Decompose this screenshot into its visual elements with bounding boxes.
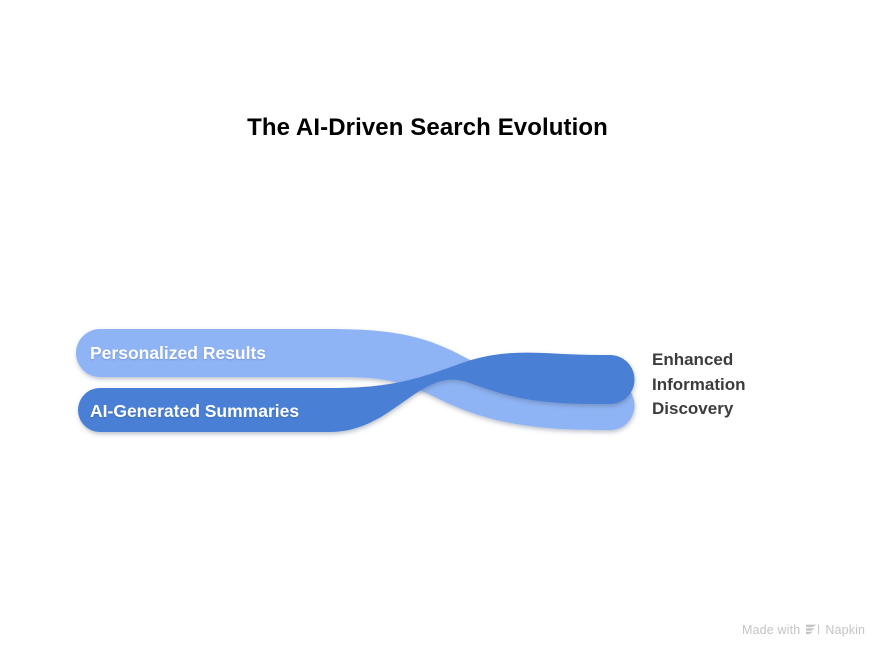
outcome-line-2: Information xyxy=(652,374,746,394)
flow-label-ai-generated-summaries: AI-Generated Summaries xyxy=(90,401,300,421)
outcome-label: Enhanced Information Discovery xyxy=(652,348,746,422)
flow-ribbon-personalized-results xyxy=(76,329,635,430)
napkin-watermark: Made with Napkin xyxy=(742,623,865,637)
watermark-brand: Napkin xyxy=(825,623,866,637)
page-title: The AI-Driven Search Evolution xyxy=(247,114,608,141)
flow-label-personalized-results: Personalized Results xyxy=(90,343,267,363)
flow-ribbon-ai-generated-summaries xyxy=(78,352,635,432)
outcome-line-1: Enhanced xyxy=(652,350,734,369)
outcome-line-3: Discovery xyxy=(652,399,734,418)
napkin-logo-icon xyxy=(805,623,820,637)
watermark-prefix: Made with xyxy=(742,623,801,637)
